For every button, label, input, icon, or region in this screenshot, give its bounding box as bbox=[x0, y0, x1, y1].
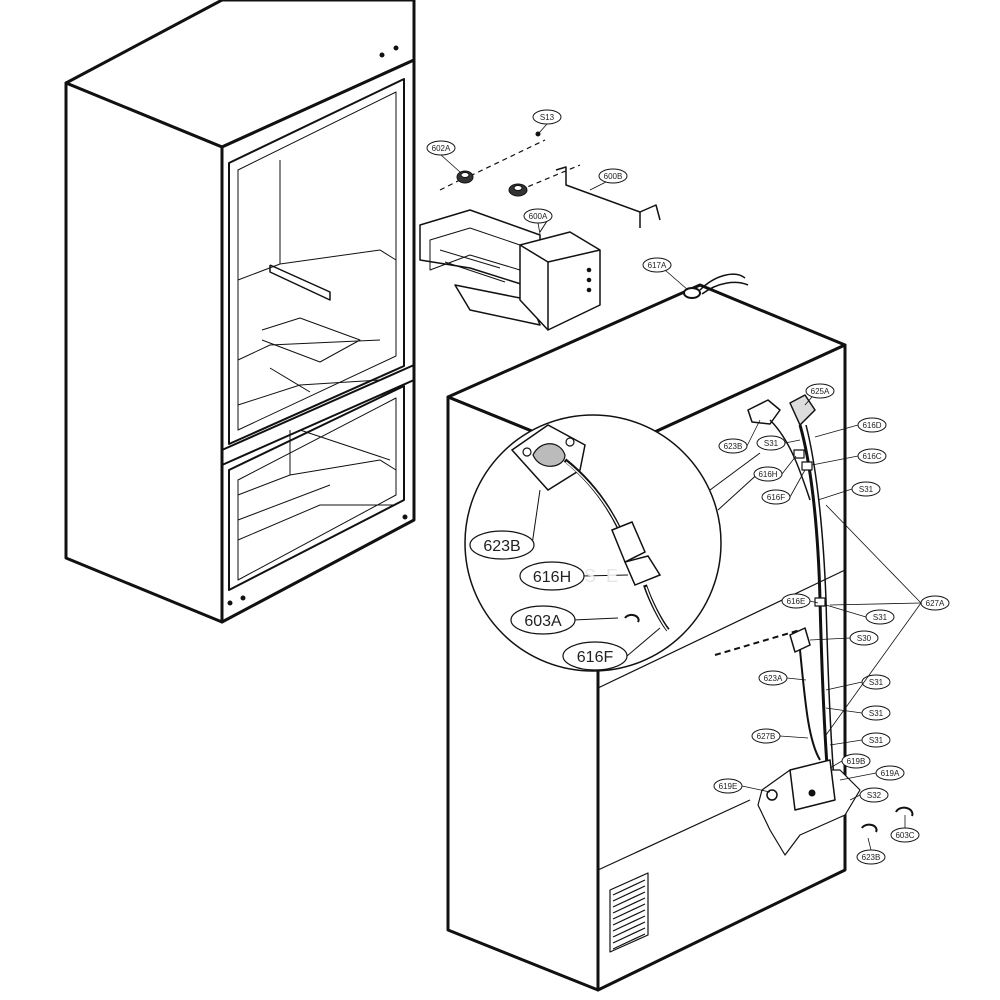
left-refrigerator-cabinet bbox=[64, 0, 416, 624]
small-callouts-top bbox=[426, 109, 672, 273]
callout-603c: 603C bbox=[895, 831, 914, 840]
callout-603a: 603A bbox=[524, 613, 562, 630]
callout-616h-small: 616H bbox=[758, 470, 777, 479]
callout-619a: 619A bbox=[881, 769, 900, 778]
callout-627a: 627A bbox=[926, 599, 945, 608]
callout-s32: S32 bbox=[867, 791, 882, 800]
callout-616e: 616E bbox=[787, 597, 806, 606]
callout-s31-d: S31 bbox=[869, 678, 884, 687]
callout-600b: 600B bbox=[604, 172, 623, 181]
callout-627b: 627B bbox=[757, 732, 776, 741]
callout-600a: 600A bbox=[529, 212, 548, 221]
callout-623b-bottom: 623B bbox=[862, 853, 881, 862]
callout-616f: 616F bbox=[577, 649, 614, 666]
small-callout-labels-top: S13 602A 600B 600A 617A bbox=[432, 113, 667, 270]
small-callout-leaders-right bbox=[741, 396, 922, 851]
small-callouts-right bbox=[713, 383, 950, 865]
callout-616h: 616H bbox=[533, 569, 571, 586]
callout-623a: 623A bbox=[764, 674, 783, 683]
callout-s31-c: S31 bbox=[873, 613, 888, 622]
callout-s31-b: S31 bbox=[859, 485, 874, 494]
callout-619e: 619E bbox=[719, 782, 738, 791]
callout-s13: S13 bbox=[540, 113, 555, 122]
callout-623b: 623B bbox=[483, 538, 520, 555]
ice-maker-assembly bbox=[419, 131, 661, 331]
callout-616d: 616D bbox=[862, 421, 881, 430]
callout-619b: 619B bbox=[847, 757, 866, 766]
callout-616c: 616C bbox=[862, 452, 881, 461]
small-callout-labels-right: 625A 623B S31 616D 616C 616H 616F S31 62… bbox=[719, 387, 945, 862]
callout-617a: 617A bbox=[648, 261, 667, 270]
callout-623b-small: 623B bbox=[724, 442, 743, 451]
callout-s31-f: S31 bbox=[869, 736, 884, 745]
callout-616f-small: 616F bbox=[767, 493, 785, 502]
callout-s30: S30 bbox=[857, 634, 872, 643]
callout-s31-a: S31 bbox=[764, 439, 779, 448]
callout-s31-e: S31 bbox=[869, 709, 884, 718]
retaining-rings bbox=[861, 806, 914, 833]
large-callout-labels: 623B 616H 603A 616F bbox=[483, 538, 613, 666]
water-line-assembly bbox=[714, 394, 861, 856]
large-callouts bbox=[469, 530, 628, 671]
callout-625a: 625A bbox=[811, 387, 830, 396]
small-callout-leaders-top bbox=[440, 123, 689, 291]
callout-602a: 602A bbox=[432, 144, 451, 153]
